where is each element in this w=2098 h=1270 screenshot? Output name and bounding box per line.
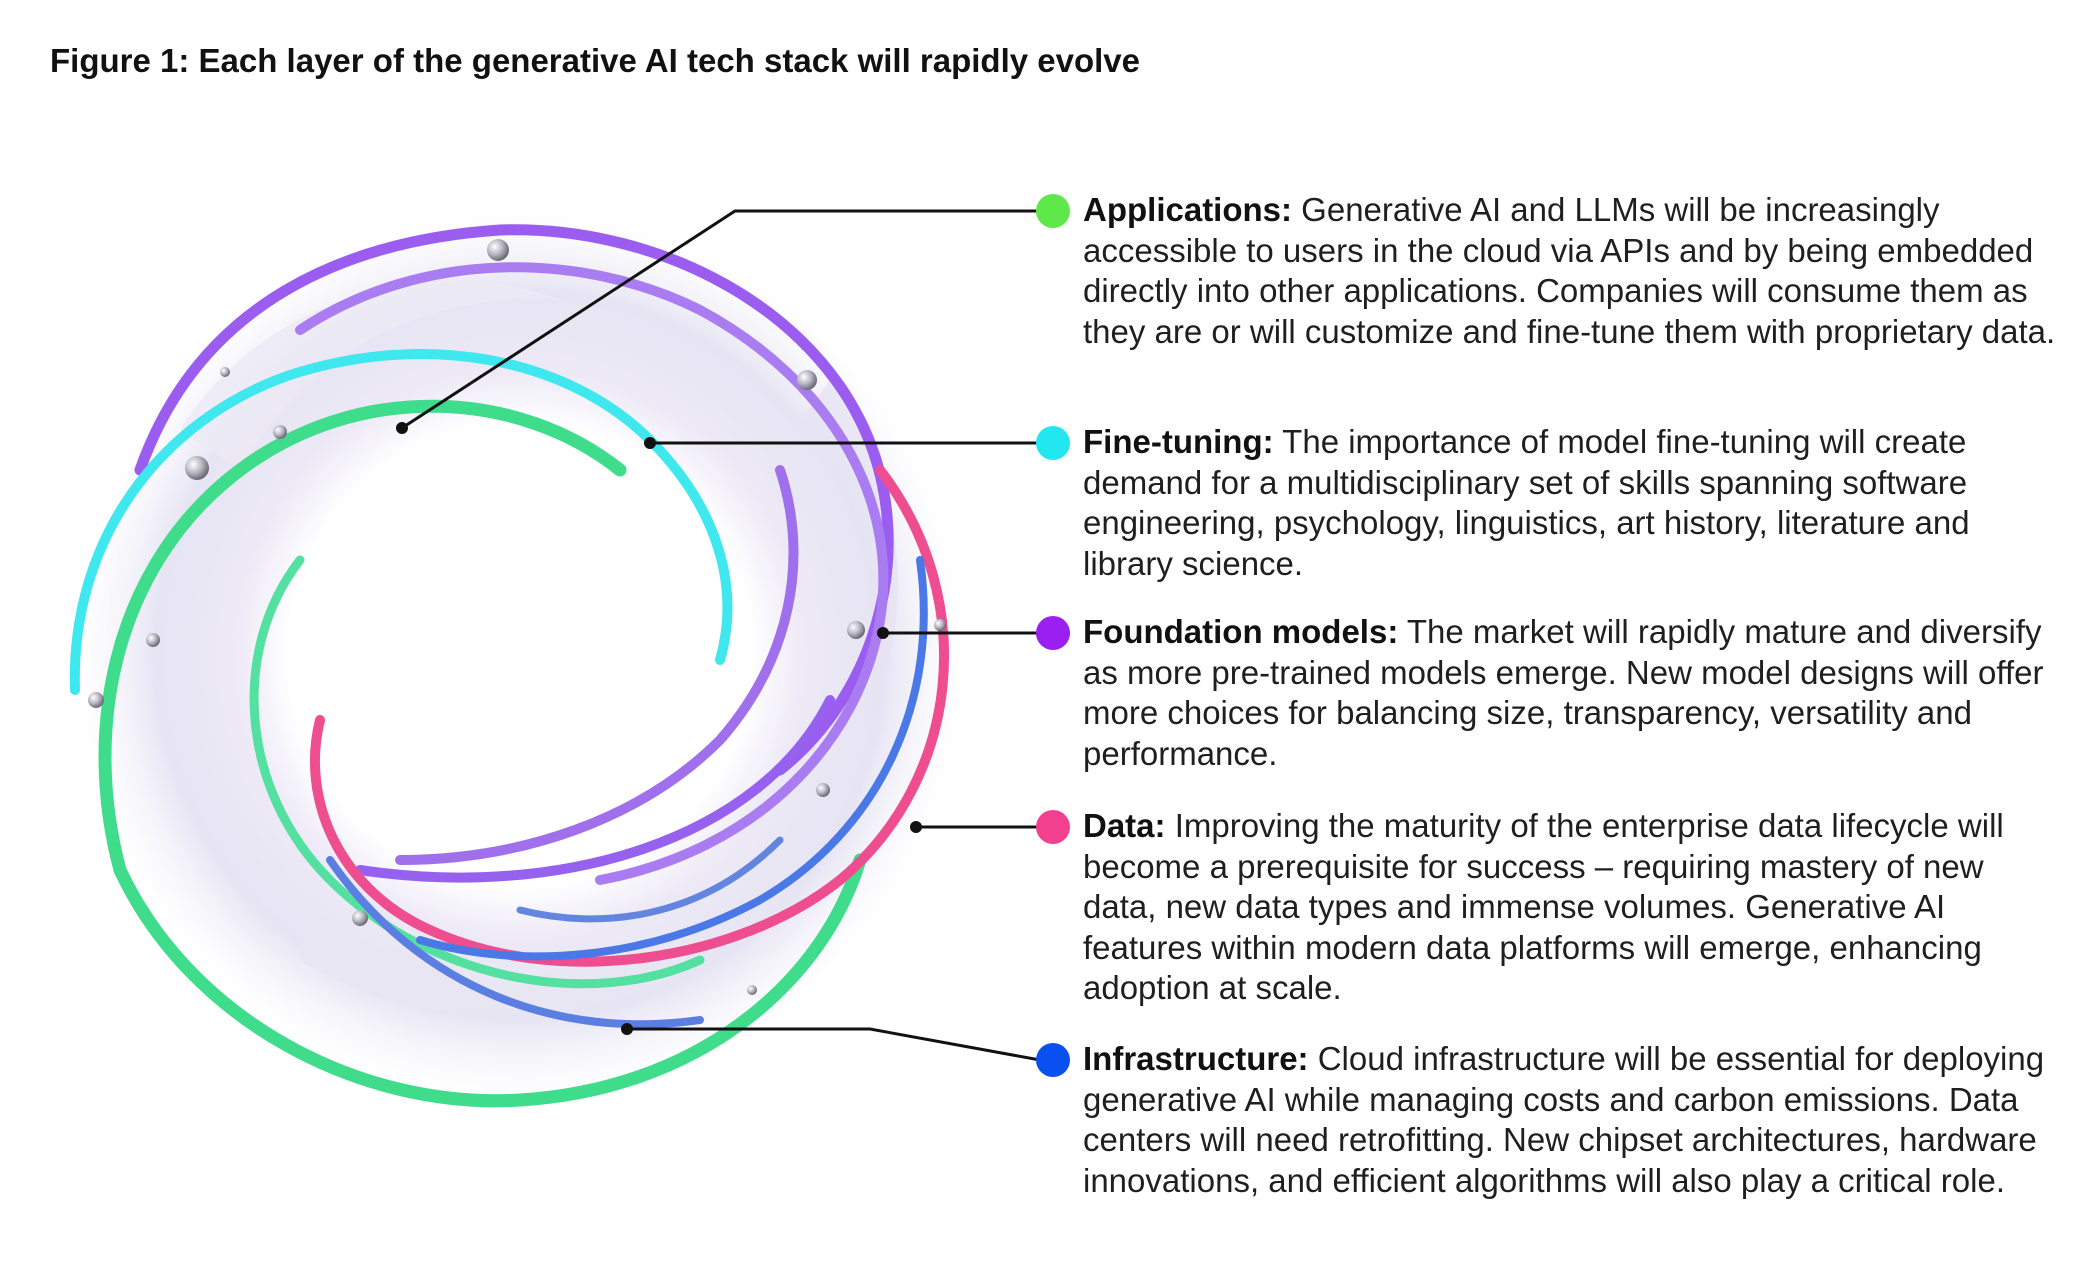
data-legend: Data: Improving the maturity of the ente… <box>1083 806 2063 1009</box>
leader-line-applications <box>401 209 1040 430</box>
ribbon-blue-lower <box>326 856 704 1029</box>
fine-tuning-legend: Fine-tuning: The importance of model fin… <box>1083 422 2063 584</box>
ribbon-blue <box>416 556 928 961</box>
anchor-foundation-models <box>877 627 889 639</box>
foundation-models-color-dot <box>1036 616 1070 650</box>
ribbon-green-bottom <box>113 853 867 1108</box>
applications-term: Applications: <box>1083 191 1293 228</box>
infrastructure-term: Infrastructure: <box>1083 1040 1309 1077</box>
figure-title: Figure 1: Each layer of the generative A… <box>50 42 1141 79</box>
infrastructure-legend: Infrastructure: Cloud infrastructure wil… <box>1083 1039 2063 1201</box>
anchor-applications <box>396 422 408 434</box>
anchor-data <box>910 821 922 833</box>
ring-beads <box>88 239 946 995</box>
ribbon-green-inner <box>249 555 705 989</box>
anchor-fine-tuning <box>644 437 656 449</box>
applications-color-dot <box>1036 194 1070 228</box>
ribbon-pink <box>309 465 950 967</box>
torus-body <box>75 210 965 1100</box>
ribbon-purple-lower <box>395 465 799 865</box>
anchor-infrastructure <box>621 1023 633 1035</box>
foundation-models-term: Foundation models: <box>1083 613 1399 650</box>
foundation-models-legend: Foundation models: The market will rapid… <box>1083 612 2063 774</box>
data-color-dot <box>1036 810 1070 844</box>
applications-legend: Applications: Generative AI and LLMs wil… <box>1083 190 2063 352</box>
leader-anchors <box>396 422 922 1035</box>
fine-tuning-description: The importance of model fine-tuning will… <box>1083 423 1970 582</box>
foundation-models-description: The market will rapidly mature and diver… <box>1083 613 2044 772</box>
infrastructure-description: Cloud infrastructure will be essential f… <box>1083 1040 2045 1199</box>
leader-line-infrastructure <box>627 1027 1041 1062</box>
infrastructure-color-dot <box>1036 1043 1070 1077</box>
data-term: Data: <box>1083 807 1166 844</box>
applications-description: Generative AI and LLMs will be increasin… <box>1083 191 2056 350</box>
fine-tuning-term: Fine-tuning: <box>1083 423 1274 460</box>
data-description: Improving the maturity of the enterprise… <box>1083 807 2004 1006</box>
ring-ribbons <box>69 224 950 1108</box>
leader-lines <box>401 209 1041 1062</box>
fine-tuning-color-dot <box>1036 426 1070 460</box>
ribbon-purple-sweep <box>355 695 835 883</box>
ribbon-blue-inner <box>516 836 784 923</box>
ribbon-green-outer <box>98 399 627 877</box>
ribbon-cyan <box>69 349 733 695</box>
ribbon-purple-inner <box>295 262 889 885</box>
